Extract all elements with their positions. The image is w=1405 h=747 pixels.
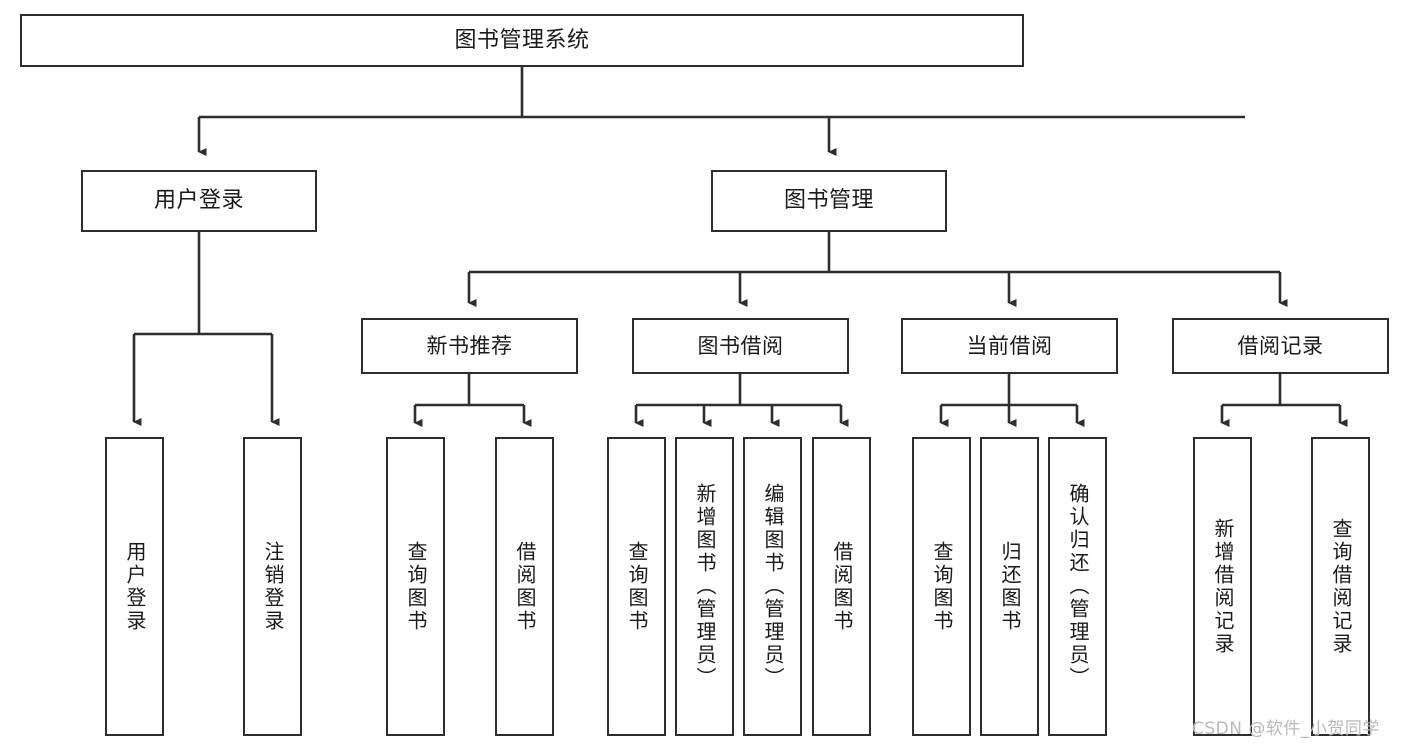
- leaf-book-borrow-edit-book-admin[interactable]: 编辑图书（管理员）: [743, 437, 802, 736]
- node-label: 新书推荐: [426, 333, 513, 358]
- node-new-book-recommend[interactable]: 新书推荐: [361, 318, 578, 374]
- node-label: 图书借阅: [697, 333, 784, 358]
- node-user-login[interactable]: 用户登录: [81, 170, 317, 232]
- node-book-borrow[interactable]: 图书借阅: [632, 318, 849, 374]
- csdn-watermark: CSDN @软件_小贺同学: [1192, 719, 1380, 739]
- node-label: 归还图书: [998, 540, 1022, 633]
- leaf-book-borrow-query-books[interactable]: 查询图书: [607, 437, 666, 736]
- leaf-book-borrow-borrow-books[interactable]: 借阅图书: [812, 437, 871, 736]
- leaf-current-borrow-confirm-return-admin[interactable]: 确认归还（管理员）: [1048, 437, 1107, 736]
- node-label: 新增借阅记录: [1211, 517, 1235, 656]
- leaf-borrow-record-add-record[interactable]: 新增借阅记录: [1193, 437, 1252, 736]
- node-label: 查询借阅记录: [1329, 517, 1353, 656]
- node-root-book-management-system[interactable]: 图书管理系统: [20, 14, 1024, 67]
- leaf-borrow-record-query-record[interactable]: 查询借阅记录: [1311, 437, 1370, 736]
- leaf-current-borrow-query-books[interactable]: 查询图书: [912, 437, 971, 736]
- node-label: 查询图书: [404, 540, 428, 633]
- node-label: 当前借阅: [966, 333, 1053, 358]
- node-label: 用户登录: [153, 188, 244, 214]
- leaf-new-book-borrow-books[interactable]: 借阅图书: [495, 437, 554, 736]
- node-label: 编辑图书（管理员）: [761, 483, 785, 690]
- node-borrow-record[interactable]: 借阅记录: [1172, 318, 1389, 374]
- node-label: 查询图书: [625, 540, 649, 633]
- leaf-new-book-query-books[interactable]: 查询图书: [386, 437, 445, 736]
- node-book-management[interactable]: 图书管理: [711, 170, 947, 232]
- node-label: 借阅图书: [830, 540, 854, 633]
- node-label: 图书管理系统: [454, 27, 590, 53]
- leaf-user-login-signout[interactable]: 注销登录: [243, 437, 302, 736]
- node-label: 借阅图书: [513, 540, 537, 633]
- node-current-borrow[interactable]: 当前借阅: [901, 318, 1118, 374]
- node-label: 图书管理: [783, 188, 874, 214]
- node-label: 用户登录: [123, 540, 147, 633]
- node-label: 注销登录: [261, 540, 285, 633]
- node-label: 新增图书（管理员）: [693, 483, 717, 690]
- node-label: 查询图书: [930, 540, 954, 633]
- node-label: 借阅记录: [1237, 333, 1324, 358]
- leaf-current-borrow-return-books[interactable]: 归还图书: [980, 437, 1039, 736]
- leaf-book-borrow-add-book-admin[interactable]: 新增图书（管理员）: [675, 437, 734, 736]
- node-label: 确认归还（管理员）: [1066, 483, 1090, 690]
- leaf-user-login-signin[interactable]: 用户登录: [105, 437, 164, 736]
